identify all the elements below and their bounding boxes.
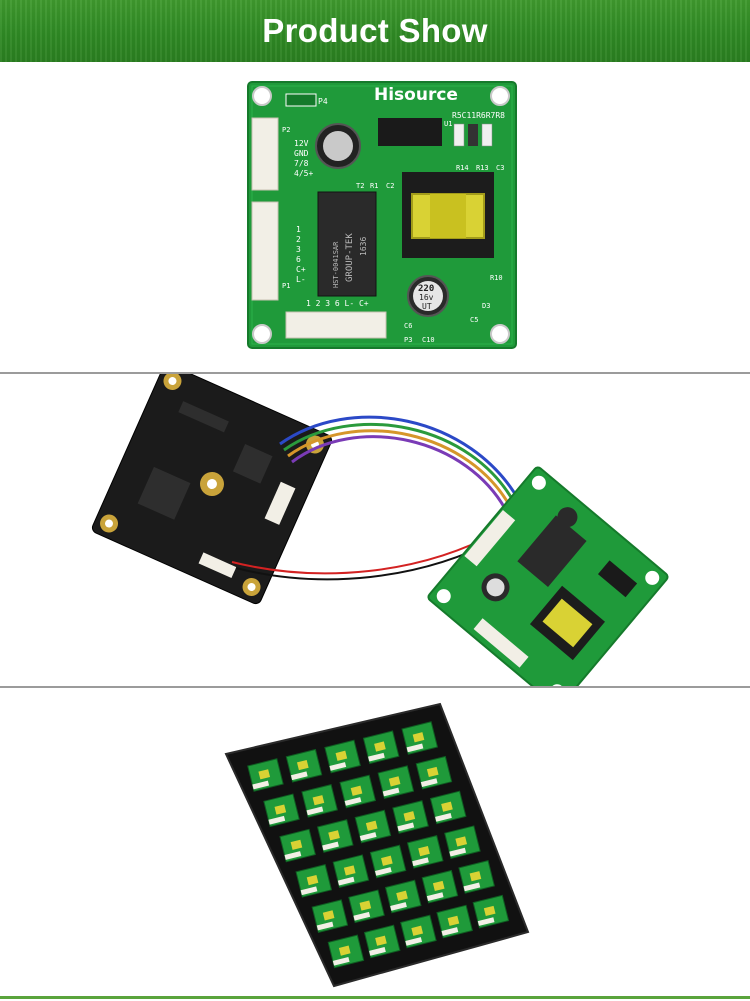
product-photo-bottom xyxy=(0,686,750,999)
capacitor-label: 16v xyxy=(419,293,434,302)
label-c5: C5 xyxy=(470,316,478,324)
label-c3: C3 xyxy=(496,164,504,172)
label-r13: R13 xyxy=(476,164,489,172)
tray-board xyxy=(401,721,439,755)
tray-board xyxy=(279,828,316,863)
connected-boards-illustration xyxy=(91,374,669,688)
mounting-hole xyxy=(490,86,510,106)
product-photo-top: Hisource P4 U1 R5C11R6R7R8 R14 R13 C3 P2… xyxy=(0,62,750,372)
ic-chip xyxy=(378,118,442,146)
label-p1: P1 xyxy=(282,282,290,290)
label-resistor-group: R5C11R6R7R8 xyxy=(452,111,505,120)
label-c10: C10 xyxy=(422,336,435,344)
product-photo-middle xyxy=(0,372,750,688)
poe-board xyxy=(427,466,669,688)
label-c6: C6 xyxy=(404,322,412,330)
tray-board xyxy=(429,790,467,825)
header-banner: Product Show xyxy=(0,0,750,62)
pin-label: 6 xyxy=(296,255,301,264)
tray-board xyxy=(472,894,510,929)
pin-label: 7/8 xyxy=(294,159,309,168)
pcb-closeup-illustration: Hisource P4 U1 R5C11R6R7R8 R14 R13 C3 P2… xyxy=(247,81,517,349)
pin-label: L- xyxy=(296,275,306,284)
pin-label: 4/5+ xyxy=(294,169,313,178)
transformer-label: 1636 xyxy=(359,237,368,256)
pin-label: 1 xyxy=(296,225,301,234)
connector-p3 xyxy=(285,311,387,339)
mounting-hole xyxy=(490,324,510,344)
tray-board xyxy=(377,765,415,799)
connector-p2 xyxy=(251,117,279,191)
label-d3: D3 xyxy=(482,302,490,310)
tray-board xyxy=(324,739,361,774)
label-p2: P2 xyxy=(282,126,290,134)
tray-board xyxy=(363,924,401,959)
label-u1: U1 xyxy=(444,120,452,128)
tray-board xyxy=(421,869,459,904)
tray-board xyxy=(247,758,284,792)
tray-board xyxy=(369,844,407,879)
network-transformer xyxy=(317,191,377,297)
pin-label: 3 xyxy=(296,245,301,254)
pin-label: GND xyxy=(294,149,309,158)
transformer-label: HST-0041SAR xyxy=(332,241,340,288)
tray-board xyxy=(316,819,354,853)
pin-label: 1 2 3 6 L- C+ xyxy=(306,299,369,308)
tray-board xyxy=(436,904,473,939)
label-r1: R1 xyxy=(370,182,378,190)
tray-board xyxy=(327,934,365,969)
tray-board xyxy=(348,889,385,924)
capacitor-label: 220 xyxy=(418,284,434,294)
label-r14: R14 xyxy=(456,164,469,172)
tray-board xyxy=(406,834,444,869)
label-p4: P4 xyxy=(318,97,328,106)
tray-board xyxy=(301,784,338,818)
connector-p1 xyxy=(251,201,279,301)
tray-board xyxy=(444,825,481,860)
pcb-board xyxy=(247,81,517,349)
tray-board xyxy=(339,774,377,809)
tray-board xyxy=(384,879,422,914)
tray-board xyxy=(415,755,453,790)
page-title: Product Show xyxy=(262,12,488,49)
tray-board xyxy=(458,860,495,894)
tray-board xyxy=(400,914,437,949)
brand-silkscreen: Hisource xyxy=(374,85,458,105)
pin-label: 12V xyxy=(294,139,309,148)
camera-board xyxy=(91,374,333,605)
tray-board xyxy=(263,793,300,828)
bottom-divider xyxy=(0,996,750,999)
transformer-label: GROUP-TEK xyxy=(345,233,355,282)
mounting-hole xyxy=(252,86,272,106)
tray-board xyxy=(311,899,349,933)
capacitor-label: UT xyxy=(422,302,432,311)
mounting-hole xyxy=(252,324,272,344)
tray-board xyxy=(354,809,392,844)
boards-tray-illustration xyxy=(224,702,530,988)
label-t2: T2 xyxy=(356,182,364,190)
tray-board xyxy=(362,730,400,765)
label-r10: R10 xyxy=(490,274,503,282)
tray-board xyxy=(285,748,323,783)
label-c2: C2 xyxy=(386,182,394,190)
tray-board xyxy=(295,863,333,898)
tray-board xyxy=(392,800,429,834)
pin-label: C+ xyxy=(296,265,306,274)
tray-board xyxy=(332,854,370,889)
pin-label: 2 xyxy=(296,235,301,244)
label-p3: P3 xyxy=(404,336,412,344)
